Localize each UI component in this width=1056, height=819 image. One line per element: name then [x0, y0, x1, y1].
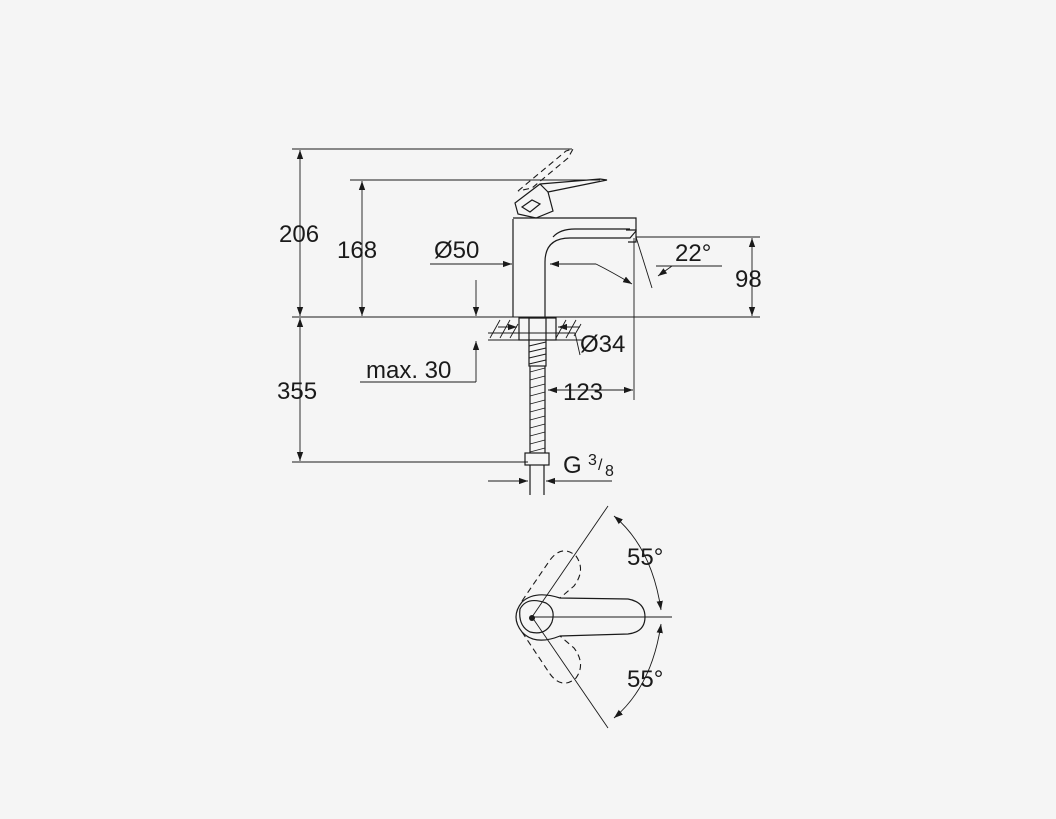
thread-g-label: G: [563, 452, 582, 479]
angle-line: [635, 236, 653, 289]
angle-55-down-label: 55°: [627, 666, 663, 693]
counter-section: Ø34: [488, 316, 625, 367]
top-axis-up: [531, 505, 609, 618]
top-axis-down: [531, 616, 609, 729]
angle-arc: [595, 263, 633, 285]
faucet-lever: [514, 178, 608, 219]
dim-206-label: 206: [279, 221, 319, 248]
angle-22-label: 22°: [675, 240, 711, 267]
thread-den-label: 8: [605, 463, 614, 480]
dim-d34-label: Ø34: [580, 331, 625, 358]
handle-rotated-down: [521, 631, 582, 684]
flex-hose: [524, 366, 550, 495]
dim-d50-label: Ø50: [434, 237, 479, 264]
dim-168-label: 168: [337, 237, 377, 264]
dim-max30-label: max. 30: [366, 357, 451, 384]
handle-rotated-up: [521, 550, 582, 602]
dim-98-label: 98: [735, 266, 762, 293]
top-handle: [515, 594, 646, 641]
arc-55-down: [613, 623, 663, 719]
dim-123-label: 123: [563, 379, 603, 406]
angle-pointer: [657, 265, 673, 277]
dim-355-label: 355: [277, 378, 317, 405]
faucet-body: [512, 217, 637, 317]
angle-22-group: 22°: [550, 236, 722, 289]
arc-55-up: [613, 515, 663, 611]
lever-raised-outline: [517, 148, 575, 192]
angle-55-up-label: 55°: [627, 544, 663, 571]
top-view: 55° 55°: [515, 505, 672, 729]
thread-slash: /: [598, 457, 603, 474]
thread-num-label: 3: [588, 452, 597, 469]
side-view: 206 168 355 98 Ø50: [277, 148, 762, 495]
